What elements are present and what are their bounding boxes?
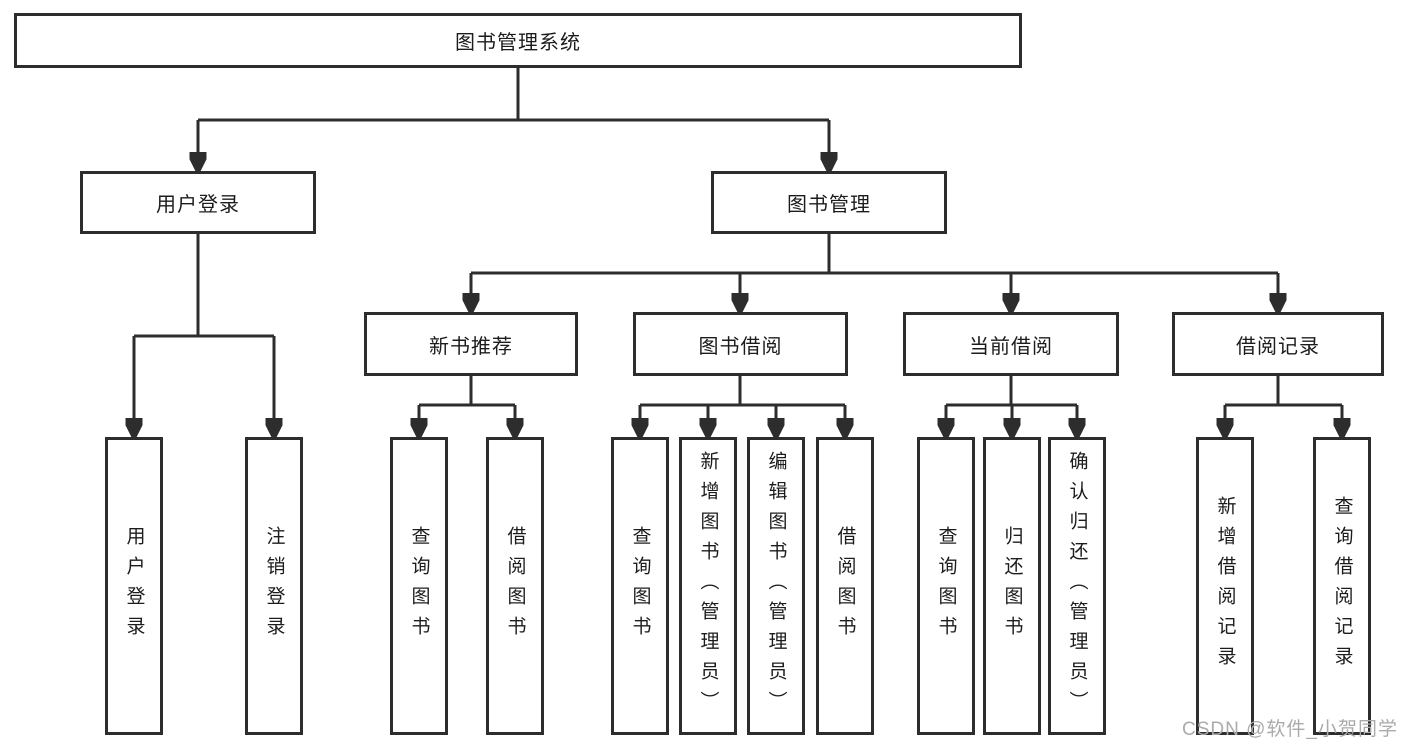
node-new-book-recommend: 新书推荐: [364, 312, 578, 376]
node-borrow-record: 借阅记录: [1172, 312, 1384, 376]
leaf-label: 新增借阅记录: [1214, 496, 1236, 676]
leaf-user-login: 用户登录: [105, 437, 163, 735]
node-label: 用户登录: [156, 194, 240, 216]
node-label: 图书借阅: [698, 335, 783, 358]
leaf-query-book: 查询图书: [917, 437, 975, 735]
leaf-query-borrow-record: 查询借阅记录: [1313, 437, 1371, 735]
leaf-label: 新增图书（管理员）: [697, 451, 719, 721]
leaf-label: 归还图书: [1001, 526, 1023, 646]
node-label: 新书推荐: [429, 335, 513, 358]
leaf-label: 查询图书: [629, 526, 651, 646]
node-book-borrow: 图书借阅: [633, 312, 848, 376]
leaf-add-book-admin: 新增图书（管理员）: [679, 437, 737, 735]
leaf-return-book: 归还图书: [983, 437, 1041, 735]
leaf-logout: 注销登录: [245, 437, 303, 735]
leaf-label: 查询图书: [408, 526, 430, 646]
leaf-label: 注销登录: [263, 526, 285, 646]
node-book-management: 图书管理: [711, 171, 947, 234]
node-label: 图书管理: [787, 194, 871, 216]
leaf-borrow-book: 借阅图书: [816, 437, 874, 735]
leaf-label: 查询图书: [935, 526, 957, 646]
node-label: 借阅记录: [1236, 335, 1320, 358]
node-user-login-branch: 用户登录: [80, 171, 316, 234]
node-root-label: 图书管理系统: [455, 32, 581, 54]
csdn-watermark: CSDN @软件_小贺同学: [1182, 719, 1398, 740]
leaf-label: 查询借阅记录: [1331, 496, 1353, 676]
leaf-query-book: 查询图书: [390, 437, 448, 735]
leaf-label: 借阅图书: [834, 526, 856, 646]
node-label: 当前借阅: [969, 335, 1053, 358]
leaf-confirm-return-admin: 确认归还（管理员）: [1048, 437, 1106, 735]
leaf-query-book: 查询图书: [611, 437, 669, 735]
node-current-borrow: 当前借阅: [903, 312, 1119, 376]
leaf-label: 确认归还（管理员）: [1066, 451, 1088, 721]
leaf-edit-book-admin: 编辑图书（管理员）: [747, 437, 805, 735]
leaf-label: 借阅图书: [504, 526, 526, 646]
leaf-label: 编辑图书（管理员）: [765, 451, 787, 721]
leaf-add-borrow-record: 新增借阅记录: [1196, 437, 1254, 735]
leaf-borrow-book: 借阅图书: [486, 437, 544, 735]
node-root-system: 图书管理系统: [14, 13, 1022, 68]
leaf-label: 用户登录: [123, 526, 145, 646]
